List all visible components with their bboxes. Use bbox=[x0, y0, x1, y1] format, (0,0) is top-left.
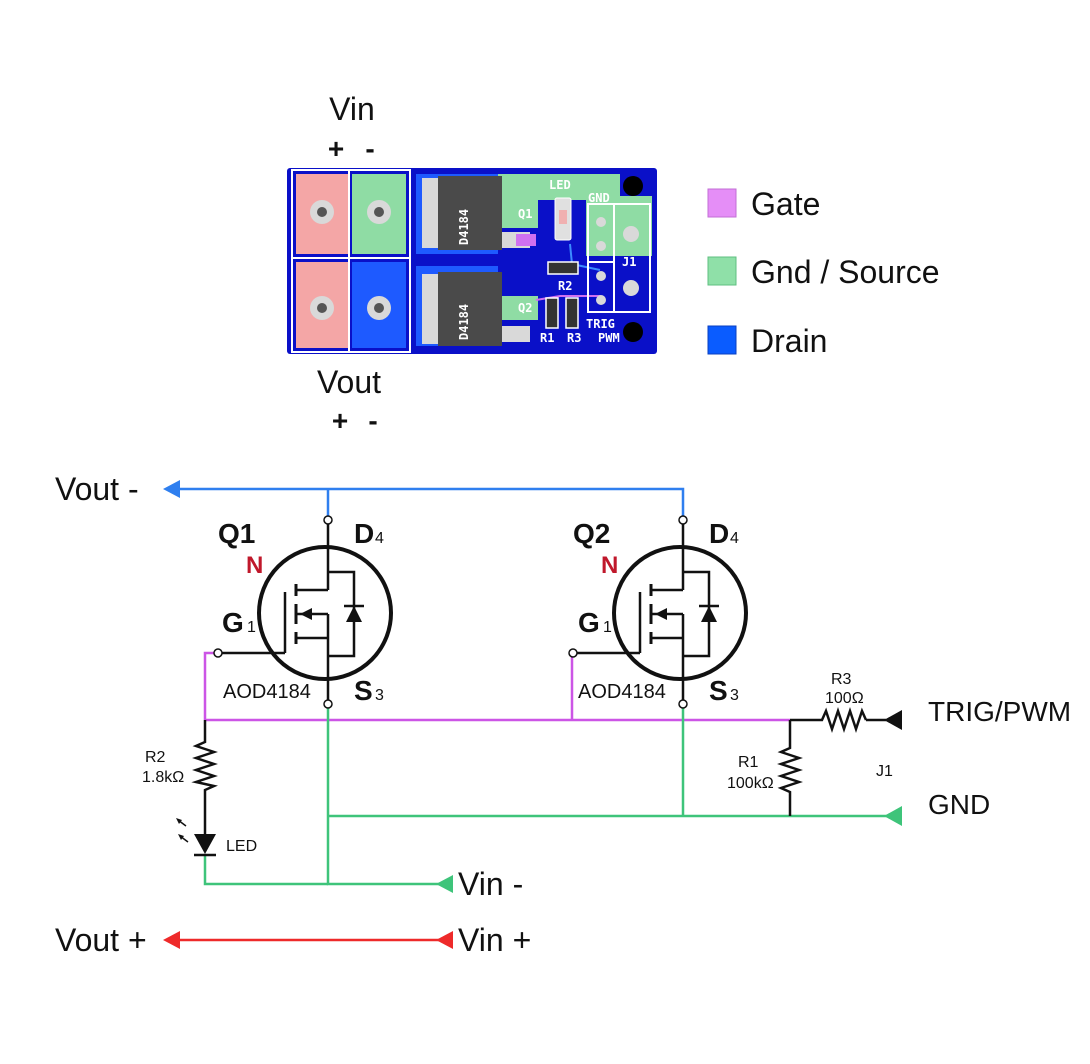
q2-gate-label: G bbox=[578, 607, 600, 638]
legend-swatch-gate bbox=[707, 188, 737, 218]
r2-name: R2 bbox=[145, 749, 166, 766]
silk-gnd: GND bbox=[588, 191, 610, 205]
q1-drain-label: D bbox=[354, 518, 374, 549]
silk-q1: Q1 bbox=[518, 207, 532, 221]
mount-hole-bottom bbox=[623, 322, 643, 342]
q2-gate-pin: 1 bbox=[603, 619, 612, 636]
vout-minus-arrow bbox=[163, 480, 180, 498]
q2-drain-label: D bbox=[709, 518, 729, 549]
q1-name: Q1 bbox=[218, 518, 255, 549]
j1-outline bbox=[613, 203, 651, 313]
q1-drain-pin: 4 bbox=[375, 530, 384, 547]
legend-label-gnd-source: Gnd / Source bbox=[751, 254, 940, 290]
port-vin-plus: Vin + bbox=[458, 922, 531, 958]
pcb-vout-label: Vout bbox=[317, 364, 381, 400]
led-label: LED bbox=[226, 838, 257, 855]
q1-marking: D4184 bbox=[457, 209, 471, 245]
legend-swatch-gnd-source bbox=[707, 256, 737, 286]
pcb-vin-minus: - bbox=[365, 133, 374, 164]
led-symbol bbox=[176, 818, 216, 857]
port-vout-plus: Vout + bbox=[55, 922, 147, 958]
port-arrows bbox=[163, 480, 902, 949]
r1-resistor-symbol bbox=[777, 744, 803, 796]
ground-wire bbox=[326, 704, 444, 886]
trig-arrow bbox=[884, 710, 902, 730]
mount-hole-top bbox=[623, 176, 643, 196]
pcb-vin-plus: + bbox=[328, 133, 344, 164]
j1-label: J1 bbox=[876, 763, 893, 780]
silk-r2: R2 bbox=[558, 279, 572, 293]
screw-terminal-holes bbox=[310, 200, 391, 320]
q1-part: AOD4184 bbox=[223, 681, 311, 703]
legend-label-gate: Gate bbox=[751, 186, 820, 222]
silk-pwm: PWM bbox=[598, 331, 620, 345]
q2-type: N bbox=[601, 552, 618, 579]
schematic-wires bbox=[178, 487, 888, 942]
pcb-vout-plus: + bbox=[332, 405, 348, 436]
q1-gate-label: G bbox=[222, 607, 244, 638]
silk-r3: R3 bbox=[567, 331, 581, 345]
pcb-vin-label: Vin bbox=[329, 91, 375, 127]
q1-chip: D4184 bbox=[422, 176, 530, 250]
header-holes bbox=[596, 217, 639, 305]
legend-label-drain: Drain bbox=[751, 323, 827, 359]
q2-part: AOD4184 bbox=[578, 681, 666, 703]
port-vin-minus: Vin - bbox=[458, 866, 523, 902]
pcb-r3 bbox=[565, 297, 579, 329]
q2-marking: D4184 bbox=[457, 304, 471, 340]
silk-r1: R1 bbox=[540, 331, 554, 345]
q2-mosfet-symbol bbox=[568, 515, 748, 709]
port-gnd: GND bbox=[928, 789, 990, 820]
q1-gate-pin: 1 bbox=[247, 619, 256, 636]
r3-value: 100Ω bbox=[825, 690, 864, 707]
pcb-vout-minus: - bbox=[368, 405, 377, 436]
r1-name: R1 bbox=[738, 754, 759, 771]
port-trig-pwm: TRIG/PWM bbox=[928, 696, 1071, 727]
r1-value: 100kΩ bbox=[727, 775, 774, 792]
q2-drain-pin: 4 bbox=[730, 530, 739, 547]
q1-type: N bbox=[246, 552, 263, 579]
q2-source-label: S bbox=[709, 675, 728, 706]
q2-chip: D4184 bbox=[422, 272, 530, 346]
q1-source-pin: 3 bbox=[375, 687, 384, 704]
silk-trig: TRIG bbox=[586, 317, 615, 331]
pcb-board-illustration: Vin + - D4184 bbox=[287, 91, 657, 436]
vout-plus-arrow bbox=[163, 931, 180, 949]
pcb-r2 bbox=[547, 261, 579, 275]
q1-source-label: S bbox=[354, 675, 373, 706]
legend-swatch-drain bbox=[707, 325, 737, 355]
port-vout-minus: Vout - bbox=[55, 471, 139, 507]
gnd-copper bbox=[498, 174, 620, 200]
q1-mosfet-symbol bbox=[213, 515, 393, 709]
silk-q2: Q2 bbox=[518, 301, 532, 315]
gnd-arrow bbox=[884, 806, 902, 826]
r3-name: R3 bbox=[831, 671, 852, 688]
pcb-r1 bbox=[545, 297, 559, 329]
silk-j1: J1 bbox=[622, 255, 636, 269]
drain-wire bbox=[178, 487, 685, 520]
vin-minus-arrow bbox=[436, 875, 453, 893]
color-legend: Gate Gnd / Source Drain bbox=[707, 186, 940, 359]
q2-name: Q2 bbox=[573, 518, 610, 549]
r3-resistor-symbol bbox=[818, 707, 868, 733]
silk-led: LED bbox=[549, 178, 571, 192]
q2-source-pin: 3 bbox=[730, 687, 739, 704]
r2-value: 1.8kΩ bbox=[142, 769, 184, 786]
r2-resistor-symbol bbox=[191, 736, 218, 792]
vin-plus-arrow bbox=[436, 931, 453, 949]
terminal-outline bbox=[291, 169, 411, 353]
